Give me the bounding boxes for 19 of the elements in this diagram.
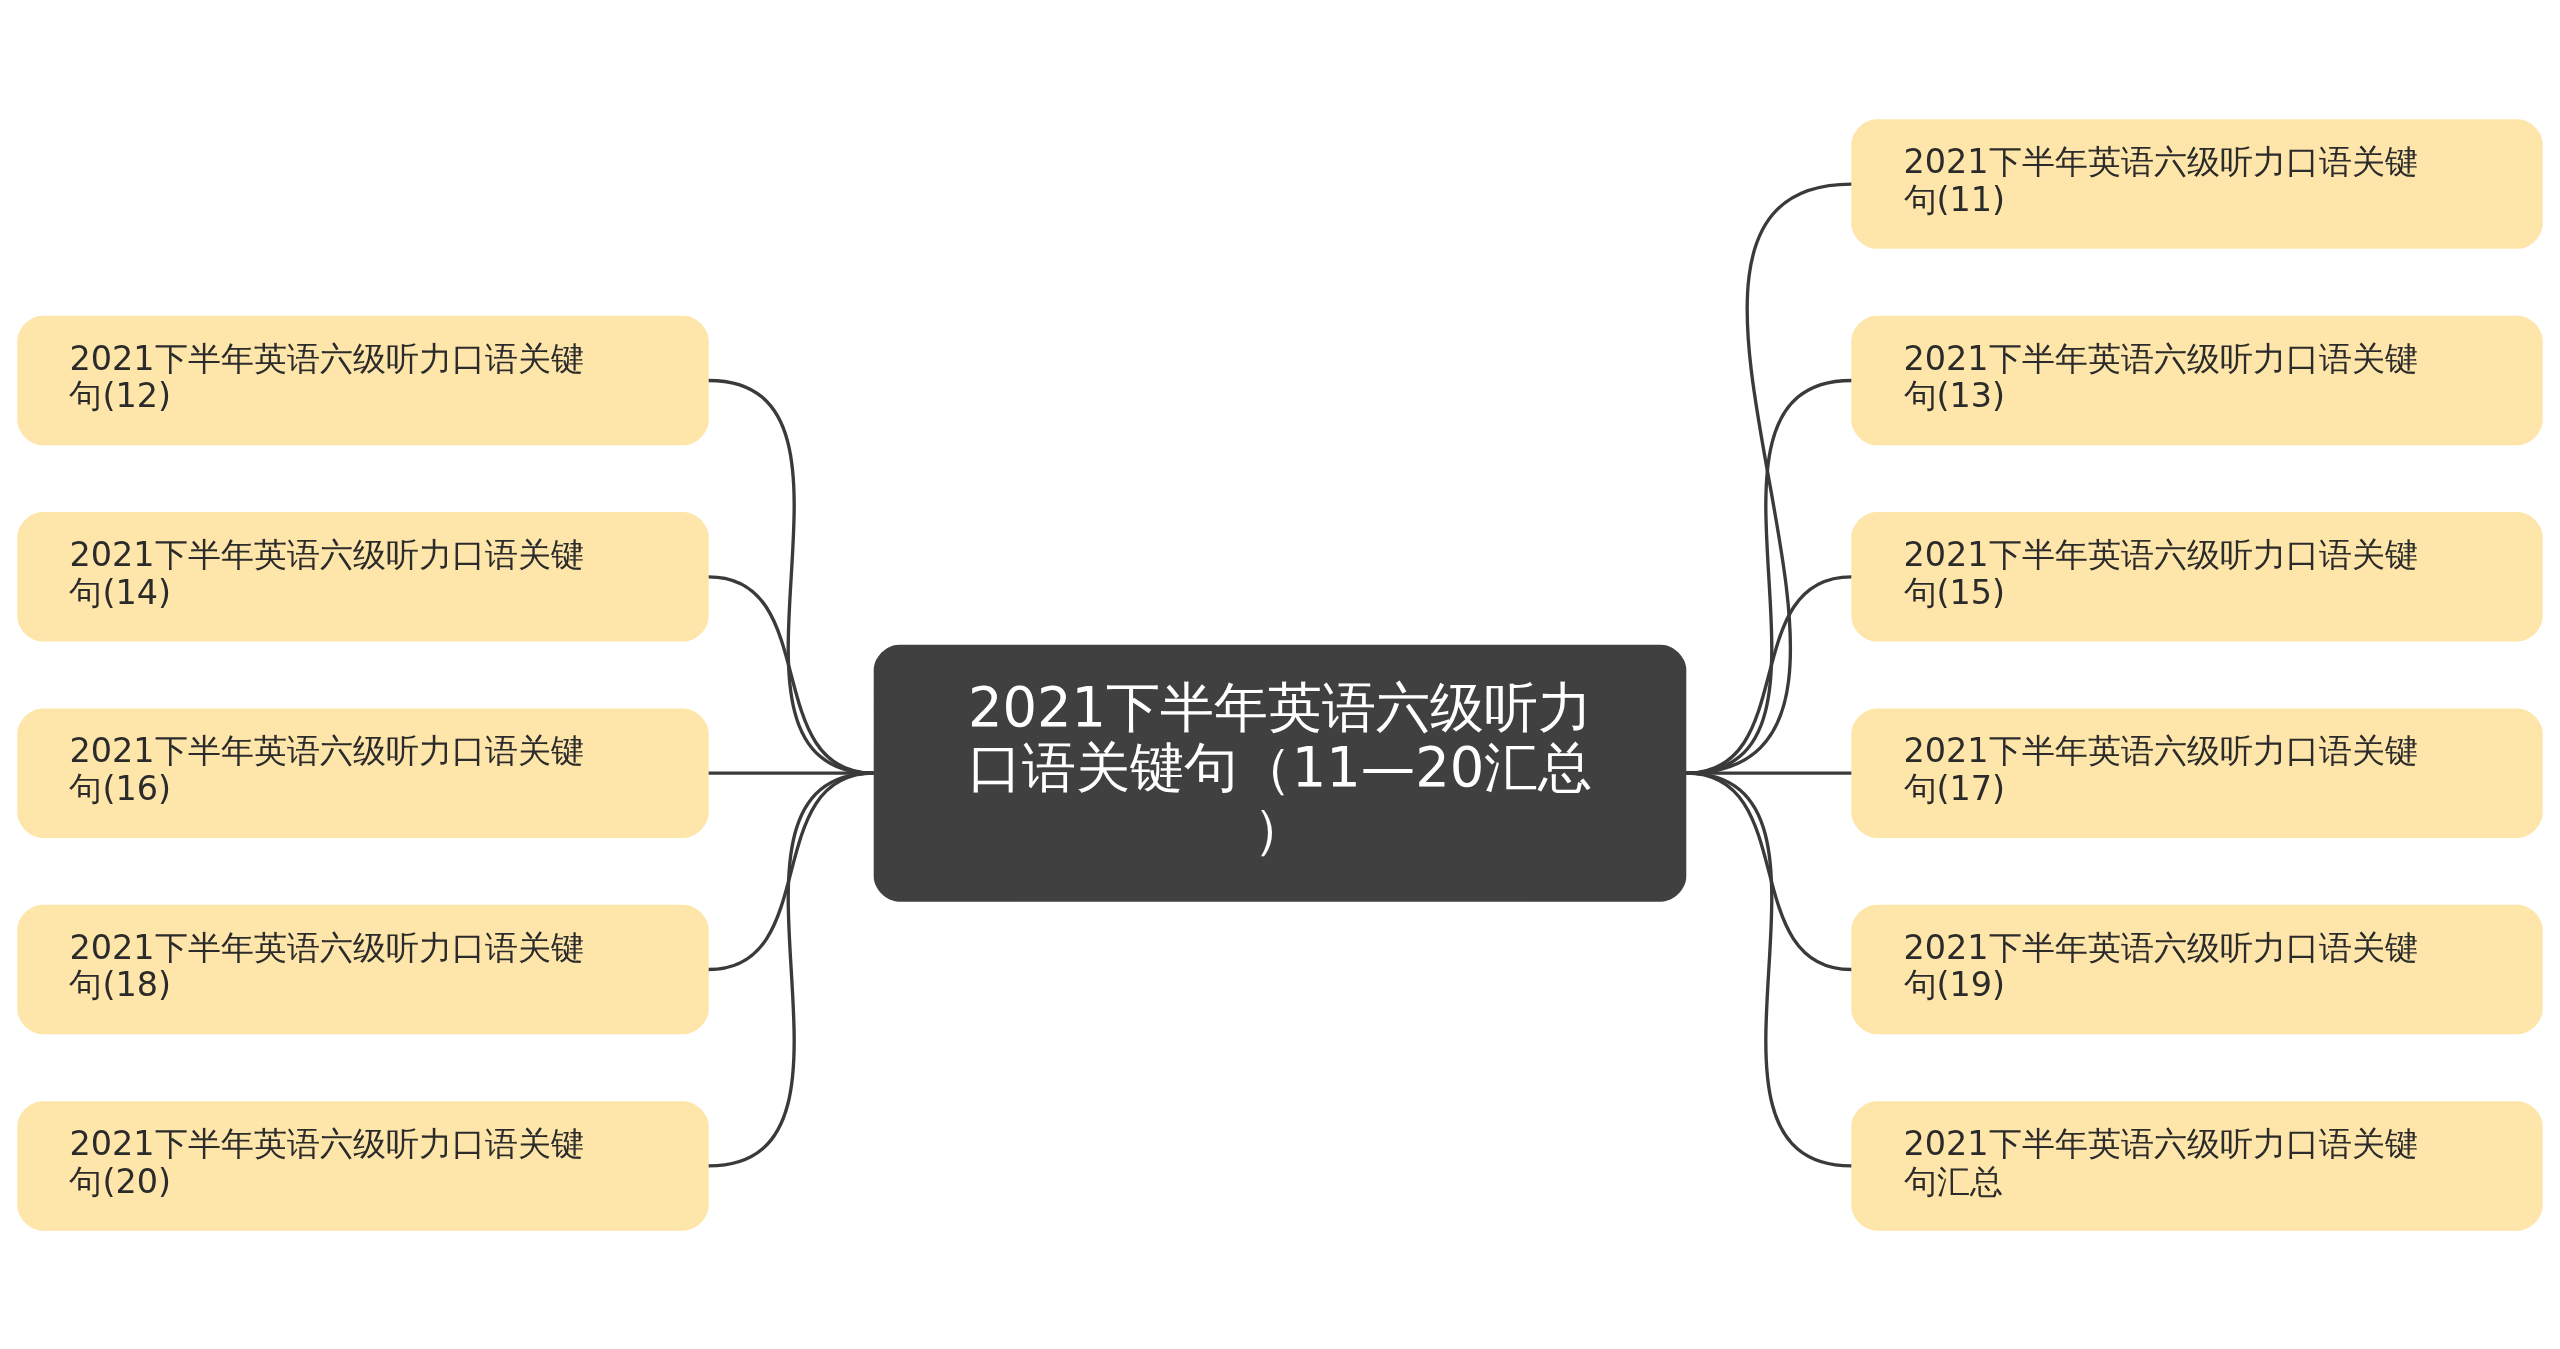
node-box: 2021下半年英语六级听力口语关键句(20) (17, 1100, 709, 1231)
node-box: 2021下半年英语六级听力口语关键句(16) (17, 707, 709, 838)
connector (1685, 771, 1852, 1168)
node-box: 2021下半年英语六级听力口语关键句(13) (1851, 315, 2543, 445)
node-box: 2021下半年英语六级听力口语关键句(11) (1851, 118, 2543, 249)
node-box: 2021下半年英语六级听力口语关键句(19) (1851, 904, 2543, 1034)
node-box: 2021下半年英语六级听力口语关键句(14) (17, 511, 709, 642)
connector (708, 574, 874, 775)
node-box: 2021下半年英语六级听力口语关键句(18) (17, 904, 709, 1034)
node-box: 2021下半年英语六级听力口语关键句(12) (17, 315, 709, 445)
node-box: 2021下半年英语六级听力口语关键句(17) (1851, 707, 2543, 838)
node-box: 2021下半年英语六级听力口语关键句(15) (1851, 511, 2543, 642)
connector (708, 771, 875, 1168)
node-box: 2021下半年英语六级听力口语关键句汇总 (1851, 1100, 2543, 1231)
connector (1685, 181, 1852, 775)
connector (708, 378, 875, 775)
connector (1686, 574, 1852, 775)
connector (1685, 378, 1852, 775)
node-box: 2021下半年英语六级听力口语关键句（11—20汇总） (873, 644, 1687, 902)
